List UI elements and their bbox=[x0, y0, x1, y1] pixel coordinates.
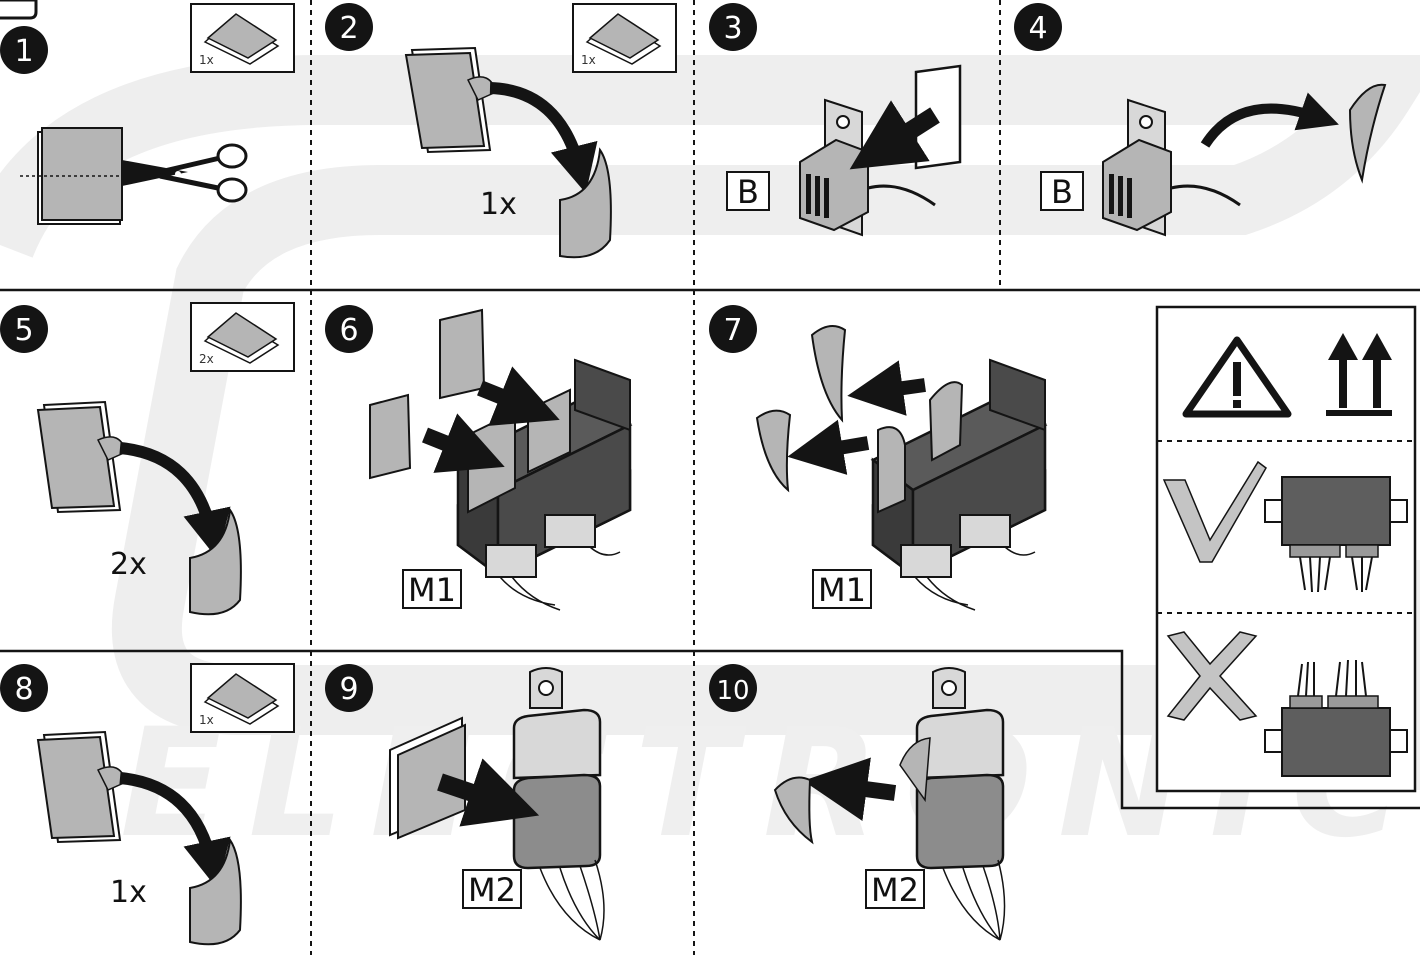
step-2-badge: 2 bbox=[325, 3, 373, 51]
peeled-liner-icon bbox=[755, 409, 792, 493]
module-label-box bbox=[726, 171, 770, 211]
adhesive-pad-icon bbox=[206, 13, 278, 59]
step-6-illustration: M1 bbox=[369, 308, 633, 611]
scissors-icon bbox=[122, 143, 248, 203]
peeled-liner-icon bbox=[773, 776, 814, 845]
adhesive-pad-icon bbox=[206, 312, 278, 358]
module-label: M1 bbox=[408, 571, 456, 609]
peeled-liner-icon bbox=[1348, 83, 1387, 184]
arrow-icon bbox=[422, 413, 505, 473]
module-cables-down-icon bbox=[1264, 476, 1408, 593]
check-mark-icon bbox=[1162, 460, 1267, 563]
peeled-liner-icon bbox=[559, 147, 612, 259]
step-3-badge: 3 bbox=[709, 3, 757, 51]
module-label-box bbox=[812, 569, 872, 609]
pack-quantity: 1x bbox=[581, 53, 596, 67]
curved-arrow-icon bbox=[489, 82, 598, 194]
step-number: 10 bbox=[716, 676, 749, 706]
step-number: 4 bbox=[1028, 11, 1047, 46]
adhesive-pad-icon bbox=[206, 673, 278, 719]
quantity-label: 1x bbox=[110, 875, 147, 910]
step-number: 2 bbox=[339, 11, 358, 46]
pack-badge-step-5: 2x bbox=[190, 302, 295, 372]
row-divider-2 bbox=[0, 649, 1420, 810]
corner-tab bbox=[0, 0, 38, 20]
arrow-icon bbox=[803, 757, 897, 821]
step-10-illustration: M2 bbox=[773, 667, 1006, 941]
adhesive-pad-icon bbox=[369, 393, 412, 480]
relay-module-icon bbox=[512, 708, 602, 780]
arrow-icon bbox=[847, 360, 926, 416]
adhesive-pad-icon bbox=[41, 127, 123, 221]
pack-badge-step-1: 1x bbox=[190, 3, 295, 73]
step-7-badge: 7 bbox=[709, 305, 757, 353]
step-number: 5 bbox=[14, 313, 33, 348]
module-label-box bbox=[462, 869, 522, 909]
adhesive-pad-icon bbox=[36, 405, 116, 510]
peeled-liner-icon bbox=[189, 837, 242, 946]
quantity-label: 2x bbox=[110, 547, 147, 582]
arrow-icon bbox=[477, 366, 560, 426]
pack-quantity: 1x bbox=[199, 713, 214, 727]
module-label-box bbox=[865, 869, 925, 909]
curved-arrow-icon bbox=[119, 772, 231, 889]
module-cables-up-icon bbox=[1264, 659, 1408, 777]
module-label: M2 bbox=[871, 871, 919, 909]
peeled-liner-icon bbox=[810, 325, 847, 423]
step-9-illustration: M2 bbox=[389, 667, 605, 941]
quantity-label: 1x bbox=[480, 187, 517, 222]
step-6-badge: 6 bbox=[325, 305, 373, 353]
adhesive-pad-icon bbox=[404, 51, 486, 150]
adhesive-pad-icon bbox=[588, 13, 660, 59]
step-number: 7 bbox=[723, 313, 742, 348]
step-3-illustration: B bbox=[726, 64, 962, 237]
module-label: M1 bbox=[818, 571, 866, 609]
warning-triangle-icon bbox=[1182, 336, 1292, 418]
this-way-up-arrows-icon bbox=[1326, 333, 1392, 416]
step-7-illustration: M1 bbox=[755, 325, 1048, 611]
relay-module-icon bbox=[915, 708, 1005, 780]
pack-quantity: 2x bbox=[199, 352, 214, 366]
module-label-box bbox=[1040, 171, 1084, 211]
step-5-badge: 5 bbox=[0, 305, 48, 353]
arrow-icon bbox=[787, 419, 870, 475]
arrow-icon bbox=[849, 100, 940, 170]
step-number: 8 bbox=[14, 672, 33, 707]
step-4-illustration: B bbox=[1040, 83, 1387, 237]
module-label-box bbox=[402, 569, 462, 609]
step-8-illustration: 1x bbox=[36, 730, 242, 946]
step-number: 6 bbox=[339, 313, 358, 348]
curved-arrow-icon bbox=[1200, 92, 1339, 148]
step-2-illustration: 1x bbox=[404, 46, 612, 259]
curved-arrow-icon bbox=[119, 442, 231, 559]
arrow-icon bbox=[437, 758, 540, 827]
peeled-liner-icon bbox=[189, 507, 242, 616]
module-label: B bbox=[737, 173, 759, 211]
module-label: M2 bbox=[468, 871, 516, 909]
module-label: B bbox=[1051, 173, 1073, 211]
step-8-badge: 8 bbox=[0, 664, 48, 712]
step-1-illustration bbox=[20, 127, 248, 225]
step-badges: 1 2 3 4 5 6 7 8 9 10 bbox=[0, 3, 1062, 712]
legend-panel bbox=[1155, 305, 1417, 793]
adhesive-pad-icon bbox=[36, 735, 116, 840]
step-number: 3 bbox=[723, 11, 742, 46]
pack-quantity: 1x bbox=[199, 53, 214, 67]
step-number: 9 bbox=[339, 672, 358, 707]
cross-mark-icon bbox=[1166, 631, 1258, 721]
step-1-badge: 1 bbox=[0, 26, 48, 74]
step-number: 1 bbox=[14, 34, 33, 69]
step-9-badge: 9 bbox=[325, 664, 373, 712]
pack-badge-step-2: 1x bbox=[572, 3, 677, 73]
pack-badge-step-8: 1x bbox=[190, 663, 295, 733]
step-10-badge: 10 bbox=[709, 664, 757, 712]
adhesive-pad-icon bbox=[439, 308, 486, 400]
step-5-illustration: 2x bbox=[36, 400, 242, 616]
step-4-badge: 4 bbox=[1014, 3, 1062, 51]
